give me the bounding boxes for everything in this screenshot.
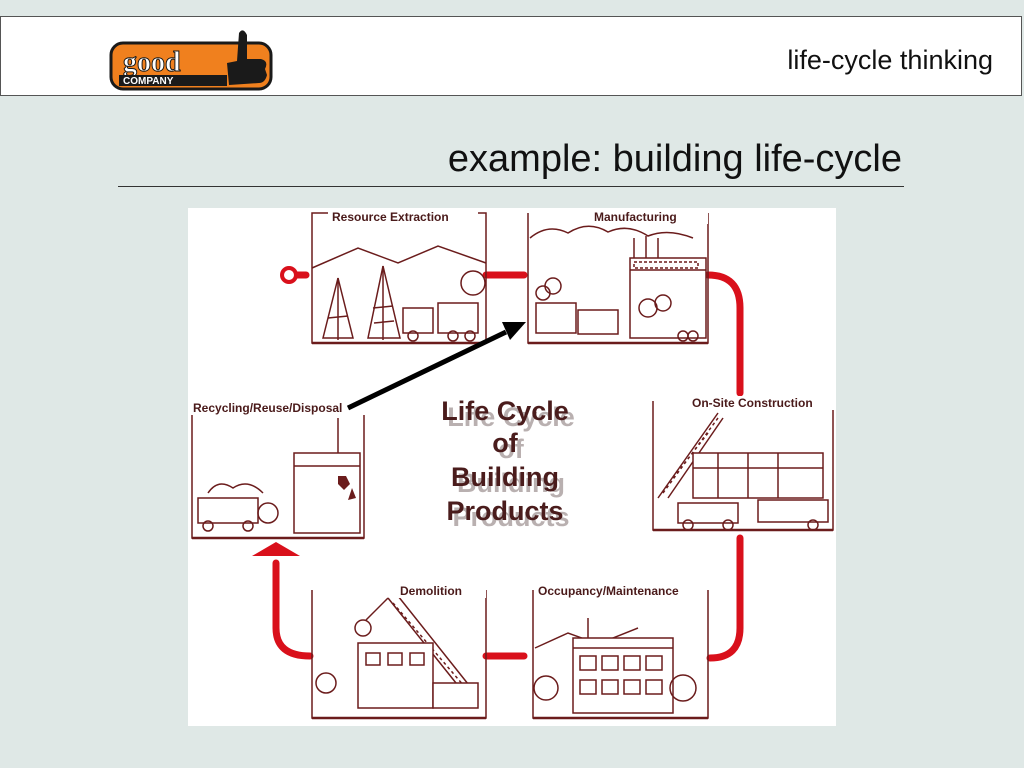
good-company-logo: good COMPANY (109, 23, 279, 93)
stage-on-site-construction (653, 401, 833, 530)
slide-title: example: building life-cycle (448, 138, 902, 181)
label-demolition: Demolition (400, 584, 462, 598)
label-resource-extraction: Resource Extraction (332, 210, 449, 224)
center-line-2: of (492, 428, 518, 458)
label-occupancy-maintenance: Occupancy/Maintenance (538, 584, 679, 598)
flow-arrowhead (252, 542, 300, 556)
label-manufacturing: Manufacturing (594, 210, 677, 224)
start-marker (282, 268, 296, 282)
logo-word-good: good (123, 47, 181, 78)
stage-occupancy-maintenance (533, 590, 708, 718)
diagram-canvas: Resource Extraction Manufacturing (188, 208, 836, 726)
stage-recycling (192, 404, 364, 538)
life-cycle-diagram: Resource Extraction Manufacturing (188, 208, 836, 726)
stage-manufacturing (528, 213, 708, 343)
header-bar: good COMPANY life-cycle thinking (0, 16, 1022, 96)
label-on-site-construction: On-Site Construction (692, 396, 813, 410)
stage-resource-extraction (312, 213, 486, 343)
stage-demolition (312, 590, 486, 718)
header-title: life-cycle thinking (787, 45, 993, 76)
center-line-4: Products (446, 496, 563, 526)
title-divider (118, 186, 904, 187)
center-line-3: Building (451, 462, 559, 492)
logo-word-company: COMPANY (123, 76, 174, 87)
center-line-1: Life Cycle (441, 396, 569, 426)
center-title: Life Cycle Life Cycle of of Building Bui… (441, 396, 575, 532)
label-recycling-reuse-disposal: Recycling/Reuse/Disposal (193, 401, 342, 415)
